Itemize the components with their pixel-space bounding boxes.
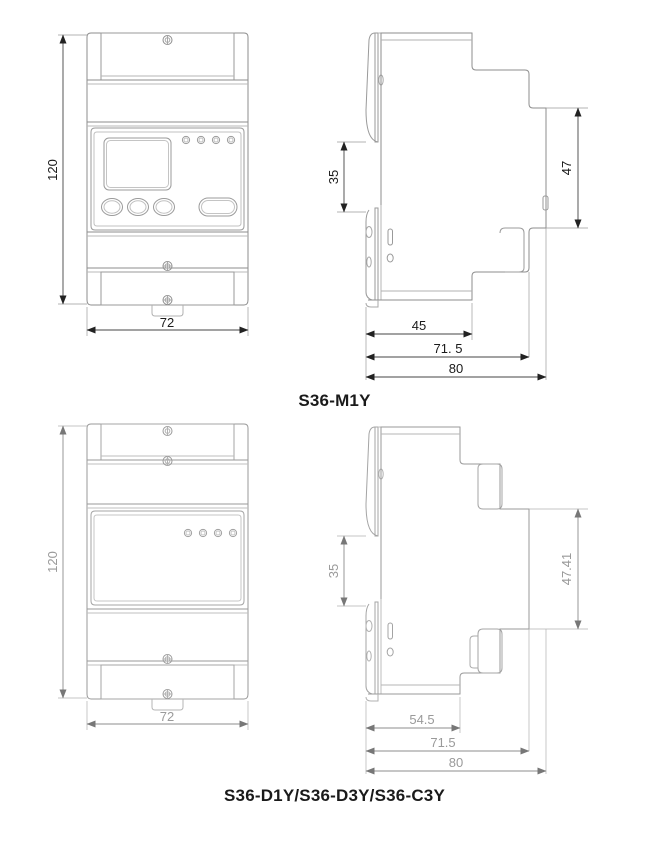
- side-view-top: [365, 32, 549, 308]
- screw-icon: [162, 456, 173, 466]
- dim-text-72-top: 72: [160, 315, 174, 330]
- lcd-display: [103, 137, 172, 191]
- screw-icon: [162, 689, 173, 699]
- screw-icon: [162, 261, 173, 271]
- dimension-group-bottom-side: [337, 508, 588, 775]
- screw-icon: [162, 35, 173, 45]
- dim-text-47-41-bottom: 47.41: [559, 553, 574, 586]
- dim-text-35-top: 35: [326, 170, 341, 184]
- dim-text-80-bottom: 80: [449, 755, 463, 770]
- led-indicators: [181, 135, 236, 145]
- figure-caption-top: S36-M1Y: [298, 391, 371, 410]
- figure-caption-bottom: S36-D1Y/S36-D3Y/S36-C3Y: [224, 786, 445, 805]
- front-view-top: [86, 32, 249, 317]
- round-buttons: [101, 198, 175, 216]
- dimension-group-top-front: [58, 34, 249, 336]
- dim-text-120-top: 120: [45, 159, 60, 181]
- screw-icon: [162, 654, 173, 664]
- dim-text-72-bottom: 72: [160, 709, 174, 724]
- dim-text-54-5-bottom: 54.5: [409, 712, 434, 727]
- front-view-bottom: [86, 423, 249, 711]
- dim-text-71-5-bottom: 71.5: [430, 735, 455, 750]
- dim-text-71-5-top: 71. 5: [434, 341, 463, 356]
- led-indicators: [183, 528, 238, 538]
- dim-text-45-top: 45: [412, 318, 426, 333]
- dim-text-80-top: 80: [449, 361, 463, 376]
- side-view-bottom: [365, 426, 530, 702]
- dimension-group-bottom-front: [58, 425, 249, 730]
- wide-button: [198, 197, 238, 217]
- screw-icon: [162, 426, 173, 436]
- dimension-group-top-side: [337, 107, 588, 381]
- dim-text-120-bottom: 120: [45, 551, 60, 573]
- dim-text-35-bottom: 35: [326, 564, 341, 578]
- screw-icon: [162, 295, 173, 305]
- dim-text-47-top: 47: [559, 161, 574, 175]
